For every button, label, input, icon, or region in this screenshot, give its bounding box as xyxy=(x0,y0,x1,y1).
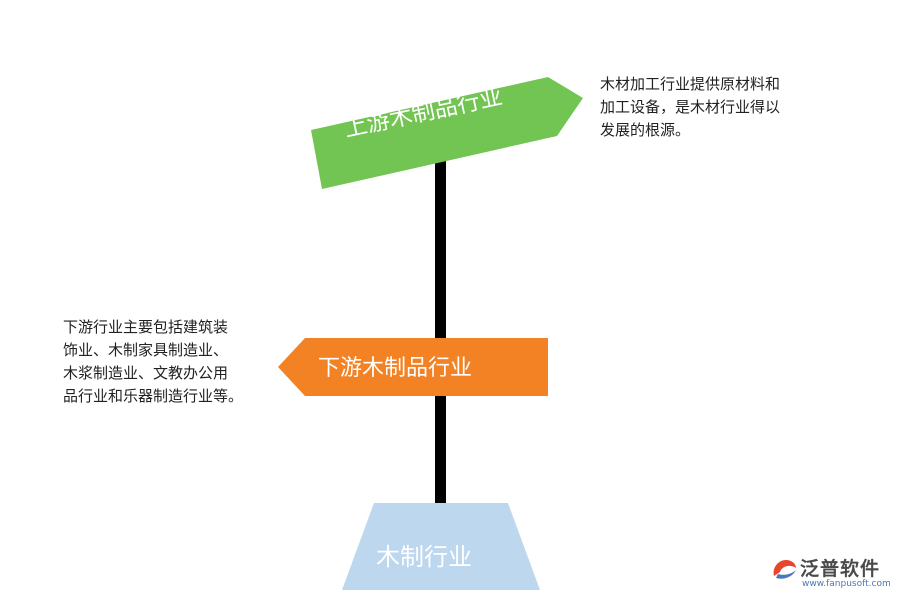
downstream-description: 下游行业主要包括建筑装 饰业、木制家具制造业、 木浆制造业、文教办公用 品行业和… xyxy=(63,316,243,408)
brand-logo: 泛普软件 www.fanpusoft.com xyxy=(770,554,895,594)
downstream-description-line: 下游行业主要包括建筑装 xyxy=(63,318,229,336)
downstream-sign xyxy=(278,338,548,396)
downstream-description-line: 木浆制造业、文教办公用 xyxy=(63,364,229,382)
downstream-sign-label: 下游木制品行业 xyxy=(318,356,473,381)
brand-logo-icon xyxy=(773,560,796,579)
upstream-sign xyxy=(311,77,583,189)
base-block xyxy=(342,503,540,590)
upstream-description-line: 发展的根源。 xyxy=(600,121,691,139)
downstream-description-line: 品行业和乐器制造行业等。 xyxy=(63,387,244,405)
downstream-description-line: 饰业、木制家具制造业、 xyxy=(63,341,229,359)
signpost-pole xyxy=(435,148,446,508)
brand-logo-text: 泛普软件 xyxy=(800,558,881,580)
base-label: 木制行业 xyxy=(376,543,472,571)
upstream-description-line: 木材加工行业提供原材料和 xyxy=(600,75,781,93)
brand-logo-url: www.fanpusoft.com xyxy=(802,579,891,589)
upstream-description-line: 加工设备，是木材行业得以 xyxy=(600,98,781,116)
upstream-description: 木材加工行业提供原材料和 加工设备，是木材行业得以 发展的根源。 xyxy=(600,73,780,142)
